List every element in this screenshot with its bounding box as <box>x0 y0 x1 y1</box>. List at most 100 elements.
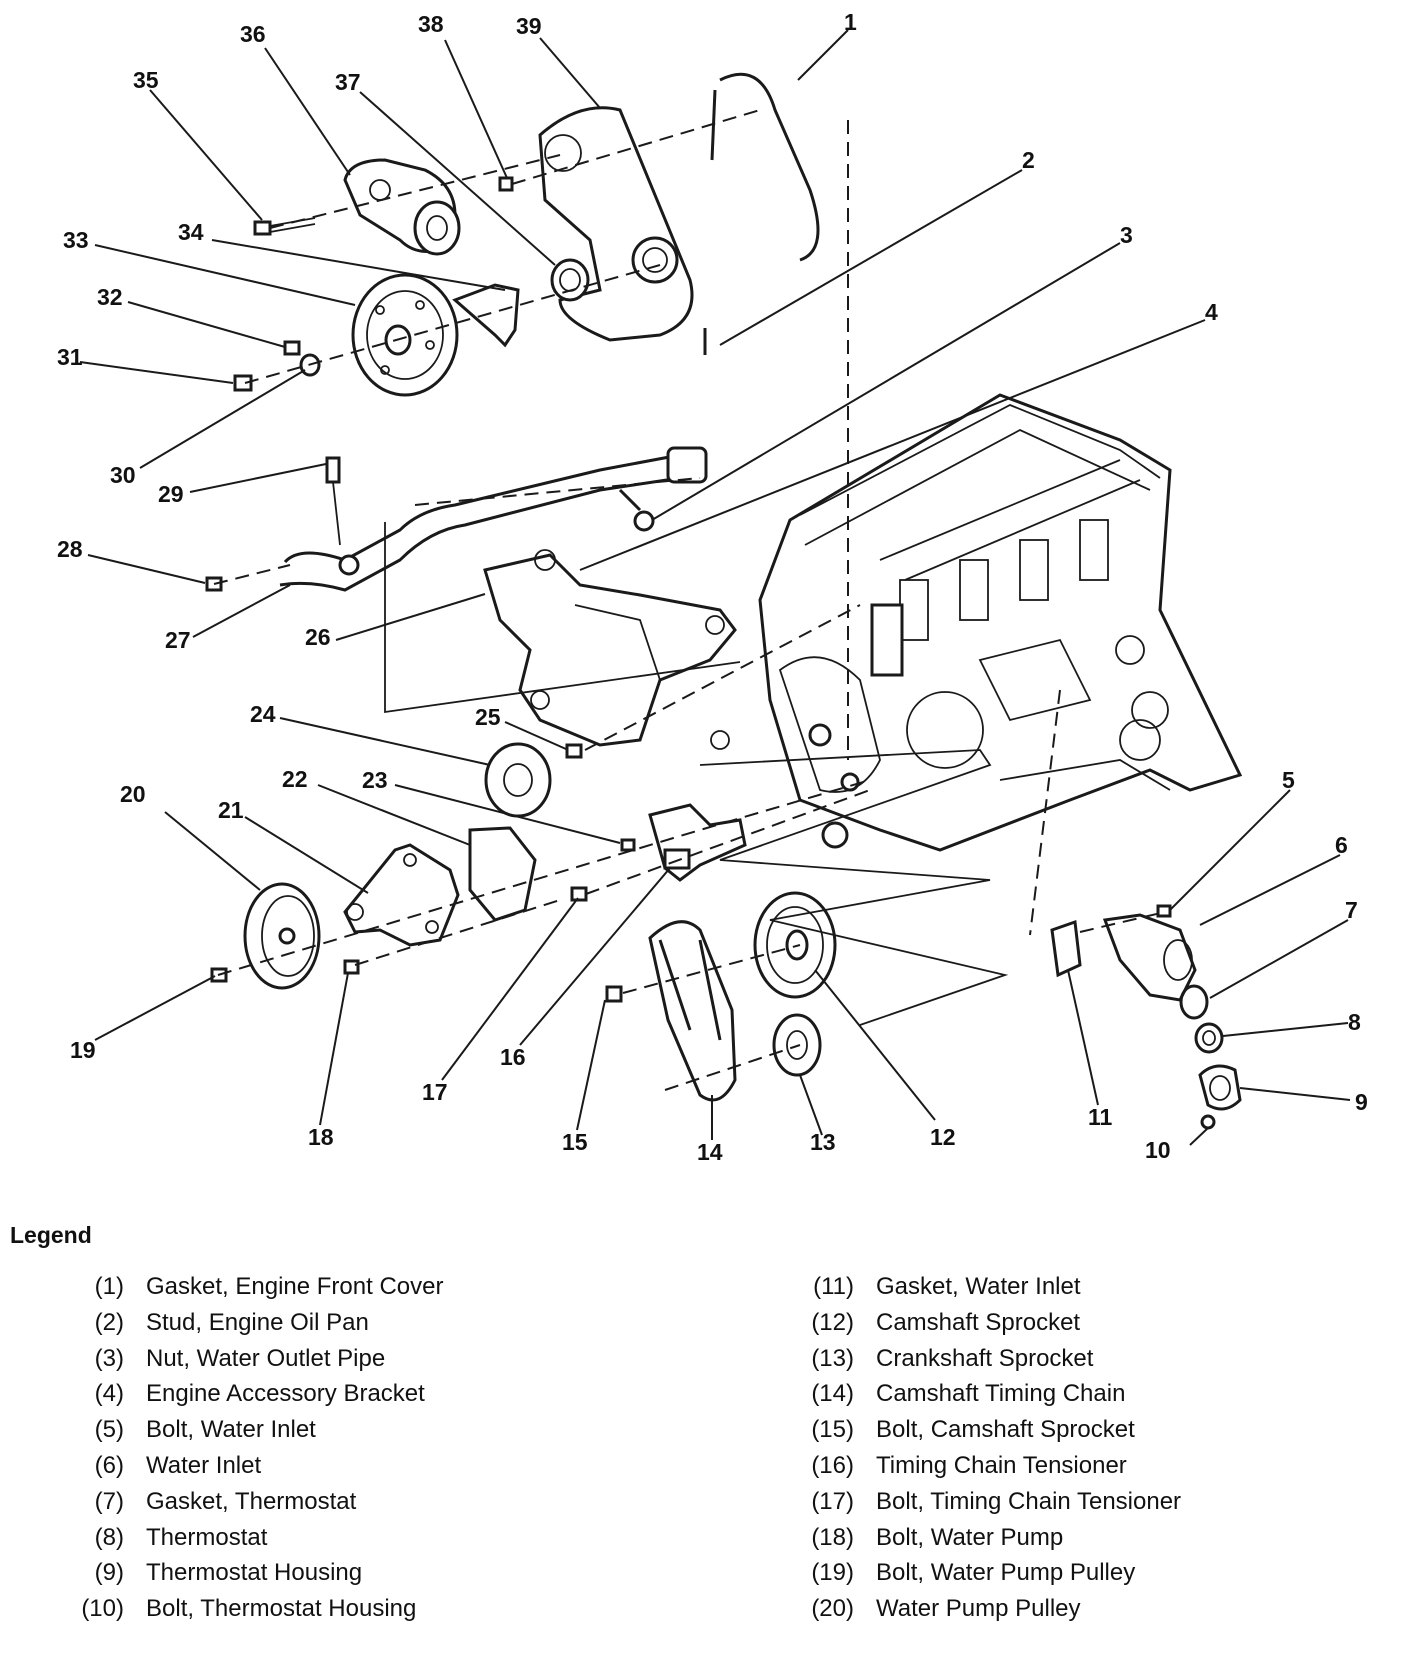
legend-item-name: Nut, Water Outlet Pipe <box>146 1344 386 1372</box>
exploded-engine-diagram: 1 2 3 4 5 6 7 8 9 10 11 12 13 14 15 16 1… <box>57 9 1368 1165</box>
legend-item: (20) Water Pump Pulley <box>796 1595 1181 1631</box>
legend-item: (7) Gasket, Thermostat <box>52 1488 443 1524</box>
legend-item-number: (20) <box>811 1595 854 1623</box>
water-inlet-gasket <box>1050 919 1082 978</box>
legend-item-number: (1) <box>94 1273 124 1300</box>
legend-item-number: (10) <box>81 1595 124 1623</box>
legend-item-number: (2) <box>94 1308 124 1336</box>
legend-item-name: Camshaft Timing Chain <box>876 1380 1126 1408</box>
front-cover-seal <box>550 258 590 302</box>
crankshaft-balancer <box>351 273 459 397</box>
water-outlet-pipe <box>279 446 708 592</box>
callout-24: 24 <box>250 701 276 727</box>
thermostat-housing-bolt <box>1200 1114 1216 1130</box>
legend-item: (3)Nut, Water Outlet Pipe <box>52 1345 443 1381</box>
callout-12: 12 <box>930 1124 956 1150</box>
legend-item-name: Camshaft Sprocket <box>876 1308 1081 1336</box>
callout-37: 37 <box>335 69 361 95</box>
callout-25: 25 <box>475 704 501 730</box>
legend-item-number: (11) <box>813 1273 854 1300</box>
legend-item: (18) Bolt, Water Pump <box>796 1524 1181 1560</box>
callout-33: 33 <box>63 227 89 253</box>
legend-item: (19)Bolt, Water Pump Pulley <box>796 1559 1181 1595</box>
callout-7: 7 <box>1345 897 1358 923</box>
callout-22: 22 <box>282 766 308 792</box>
timing-chain-tensioner <box>648 803 747 882</box>
callout-32: 32 <box>97 284 123 310</box>
callout-2: 2 <box>1022 147 1035 173</box>
engine-front-cover <box>538 106 694 342</box>
legend-item: (11) Gasket, Water Inlet <box>796 1273 1181 1309</box>
callout-34: 34 <box>178 219 204 245</box>
legend-item: (15)Bolt, Camshaft Sprocket <box>796 1416 1181 1452</box>
legend-item-number: (17) <box>811 1487 854 1515</box>
callout-17: 17 <box>422 1079 448 1105</box>
callout-1: 1 <box>844 9 857 35</box>
callout-11: 11 <box>1088 1104 1113 1130</box>
legend-item-name: Bolt, Water Pump <box>876 1523 1064 1551</box>
callout-29: 29 <box>158 481 184 507</box>
legend-item-number: (4) <box>94 1380 124 1408</box>
callout-39: 39 <box>516 13 542 39</box>
legend-item-name: Gasket, Thermostat <box>146 1487 357 1515</box>
legend-item-name: Gasket, Engine Front Cover <box>146 1273 444 1300</box>
legend-item: (17)Bolt, Timing Chain Tensioner <box>796 1488 1181 1524</box>
balancer-bolt <box>233 374 253 392</box>
legend-item: (1) Gasket, Engine Front Cover <box>52 1273 444 1309</box>
legend-item-name: Bolt, Thermostat Housing <box>146 1595 417 1623</box>
legend-column-right: (11) Gasket, Water Inlet (12) Camshaft Spr… <box>796 1273 1181 1631</box>
legend-item-number: (18) <box>811 1523 854 1551</box>
legend-item-number: (12) <box>811 1308 854 1336</box>
legend-item-name: Gasket, Water Inlet <box>876 1273 1081 1300</box>
callout-35: 35 <box>133 67 159 93</box>
front-cover-bolt <box>498 176 514 192</box>
legend-item-name: Water Pump Pulley <box>876 1595 1081 1623</box>
legend-column-left: (1)Gasket, Engine Front Cover (2)Stud, E… <box>52 1273 443 1631</box>
callout-3: 3 <box>1120 222 1133 248</box>
legend-item-number: (14) <box>811 1380 854 1408</box>
callout-20: 20 <box>120 781 146 807</box>
callout-numbers: 1 2 3 4 5 6 7 8 9 10 11 12 13 14 15 16 1… <box>57 9 1368 1165</box>
legend-item: (6) Water Inlet <box>52 1452 443 1488</box>
callout-16: 16 <box>500 1044 526 1070</box>
callout-27: 27 <box>165 627 191 653</box>
tensioner-bolt <box>253 217 316 236</box>
water-pump-gasket <box>468 826 537 922</box>
water-pump <box>343 843 460 947</box>
callout-13: 13 <box>810 1129 836 1155</box>
legend-item: (12) Camshaft Sprocket <box>796 1309 1181 1345</box>
legend-item-number: (7) <box>94 1487 124 1515</box>
engine-block <box>758 393 1243 852</box>
legend-item-name: Thermostat Housing <box>146 1559 363 1587</box>
legend-item-number: (6) <box>94 1451 124 1479</box>
camshaft-timing-chain <box>648 920 737 1102</box>
callout-26: 26 <box>305 624 331 650</box>
legend-item: (9)Thermostat Housing <box>52 1559 443 1595</box>
callout-6: 6 <box>1335 832 1348 858</box>
thermostat-gasket <box>1179 984 1209 1020</box>
water-pump-pulley <box>243 882 321 990</box>
callout-9: 9 <box>1355 1089 1368 1115</box>
legend-item: (14) Camshaft Timing Chain <box>796 1380 1181 1416</box>
legend-item: (10) Bolt, Thermostat Housing <box>52 1595 443 1631</box>
callout-8: 8 <box>1348 1009 1361 1035</box>
callout-28: 28 <box>57 536 83 562</box>
belt-tensioner <box>343 158 461 256</box>
callout-21: 21 <box>218 797 244 823</box>
legend-item-number: (5) <box>94 1416 124 1444</box>
idler-pulley <box>484 742 552 818</box>
tensioner-bolt-17 <box>570 886 588 902</box>
legend-item-number: (15) <box>811 1416 854 1444</box>
callout-19: 19 <box>70 1037 96 1063</box>
legend-item: (8)Thermostat <box>52 1524 443 1560</box>
legend-item: (16)Timing Chain Tensioner <box>796 1452 1181 1488</box>
engine-accessory-bracket <box>483 549 737 750</box>
legend-item: (13)Crankshaft Sprocket <box>796 1345 1181 1381</box>
legend-item: (4)Engine Accessory Bracket <box>52 1380 443 1416</box>
callout-36: 36 <box>240 21 266 47</box>
leader-lines <box>79 29 1351 1146</box>
legend-item-name: Water Inlet <box>146 1451 262 1479</box>
callout-30: 30 <box>110 462 136 488</box>
legend-item-number: (13) <box>811 1344 854 1372</box>
coolant-sensor <box>325 456 341 546</box>
